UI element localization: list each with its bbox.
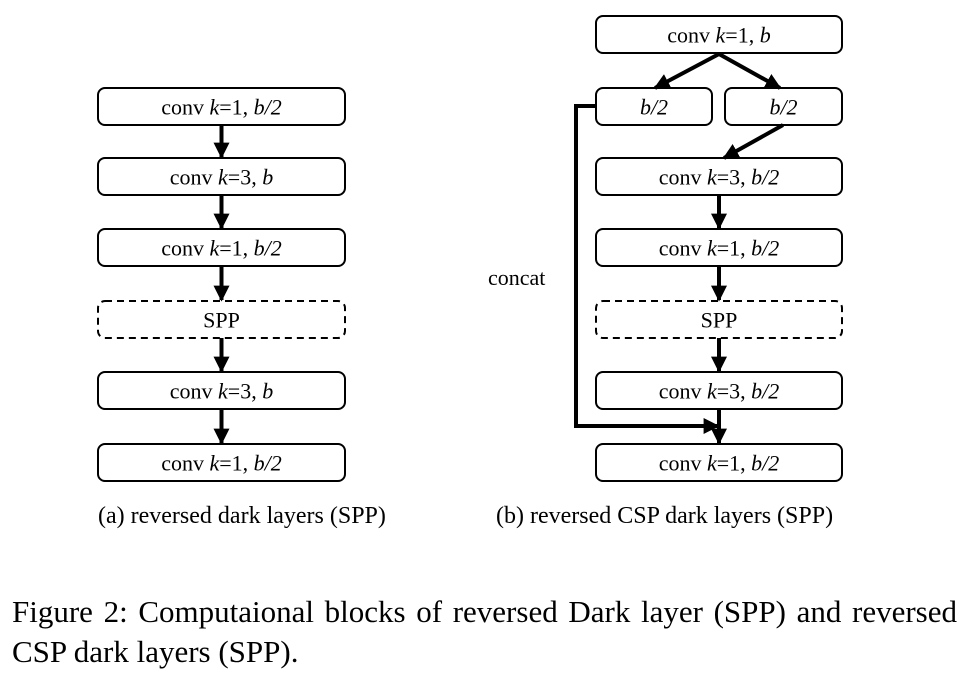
arrow-b-split-left <box>653 52 720 90</box>
block-b-split-left-label: b/2 <box>640 95 668 120</box>
subcaption-b: (b) reversed CSP dark layers (SPP) <box>496 503 834 529</box>
block-b-1: conv k=3, b/2 <box>595 157 843 196</box>
block-a-5-label: conv k=3, b <box>170 379 273 404</box>
concat-label: concat <box>488 265 546 290</box>
arrow-b-right-to-conv <box>722 123 784 160</box>
block-b-3-label: SPP <box>701 308 738 333</box>
block-a-3-label: conv k=1, b/2 <box>161 236 282 261</box>
figure-caption: Figure 2: Computaional blocks of reverse… <box>12 594 957 669</box>
block-a-4-label: SPP <box>203 308 240 333</box>
block-a-4: SPP <box>97 300 346 339</box>
block-b-split-left: b/2 <box>595 87 713 126</box>
block-b-top: conv k=1, b <box>595 15 843 54</box>
block-b-4-label: conv k=3, b/2 <box>659 379 780 404</box>
block-a-6: conv k=1, b/2 <box>97 443 346 482</box>
block-a-5: conv k=3, b <box>97 371 346 410</box>
block-a-2: conv k=3, b <box>97 157 346 196</box>
block-a-3: conv k=1, b/2 <box>97 228 346 267</box>
block-a-1: conv k=1, b/2 <box>97 87 346 126</box>
block-b-split-right-border <box>724 87 843 126</box>
block-b-split-right-label: b/2 <box>769 95 797 120</box>
subcaption-a: (a) reversed dark layers (SPP) <box>98 503 386 529</box>
block-b-1-label: conv k=3, b/2 <box>659 165 780 190</box>
block-b-5: conv k=1, b/2 <box>595 443 843 482</box>
panel-b-reversed-csp-dark-layers: conv k=1, b b/2 b/2 conv k=3, b/2 conv k=1, … <box>574 15 843 482</box>
block-b-4: conv k=3, b/2 <box>595 371 843 410</box>
block-b-top-label: conv k=1, b <box>667 23 770 48</box>
block-b-2-label: conv k=1, b/2 <box>659 236 780 261</box>
block-a-2-label: conv k=3, b <box>170 165 273 190</box>
arrow-b-split-right <box>718 52 782 90</box>
block-b-top-border <box>595 15 843 54</box>
block-b-2: conv k=1, b/2 <box>595 228 843 267</box>
concat-path <box>574 104 720 434</box>
block-b-3-border <box>595 300 843 339</box>
block-b-split-right: b/2 <box>724 87 843 126</box>
block-b-5-label: conv k=1, b/2 <box>659 451 780 476</box>
block-a-1-label: conv k=1, b/2 <box>161 95 282 120</box>
block-b-3: SPP <box>595 300 843 339</box>
block-a-4-border <box>97 300 346 339</box>
block-a-6-label: conv k=1, b/2 <box>161 451 282 476</box>
